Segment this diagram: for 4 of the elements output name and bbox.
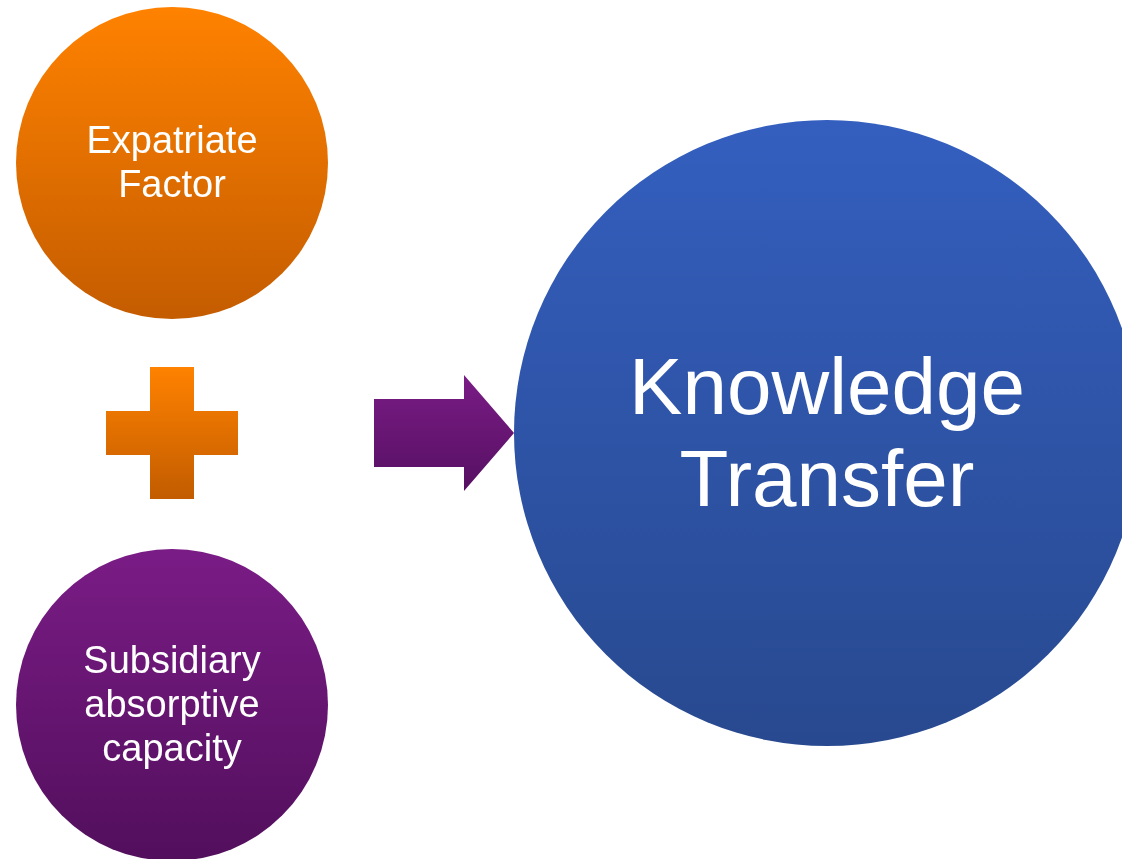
block-arrow — [374, 375, 514, 491]
node-label: Expatriate Factor — [85, 119, 259, 207]
node-label: Subsidiary absorptive capacity — [82, 639, 262, 771]
node-label: Knowledge Transfer — [628, 341, 1026, 525]
